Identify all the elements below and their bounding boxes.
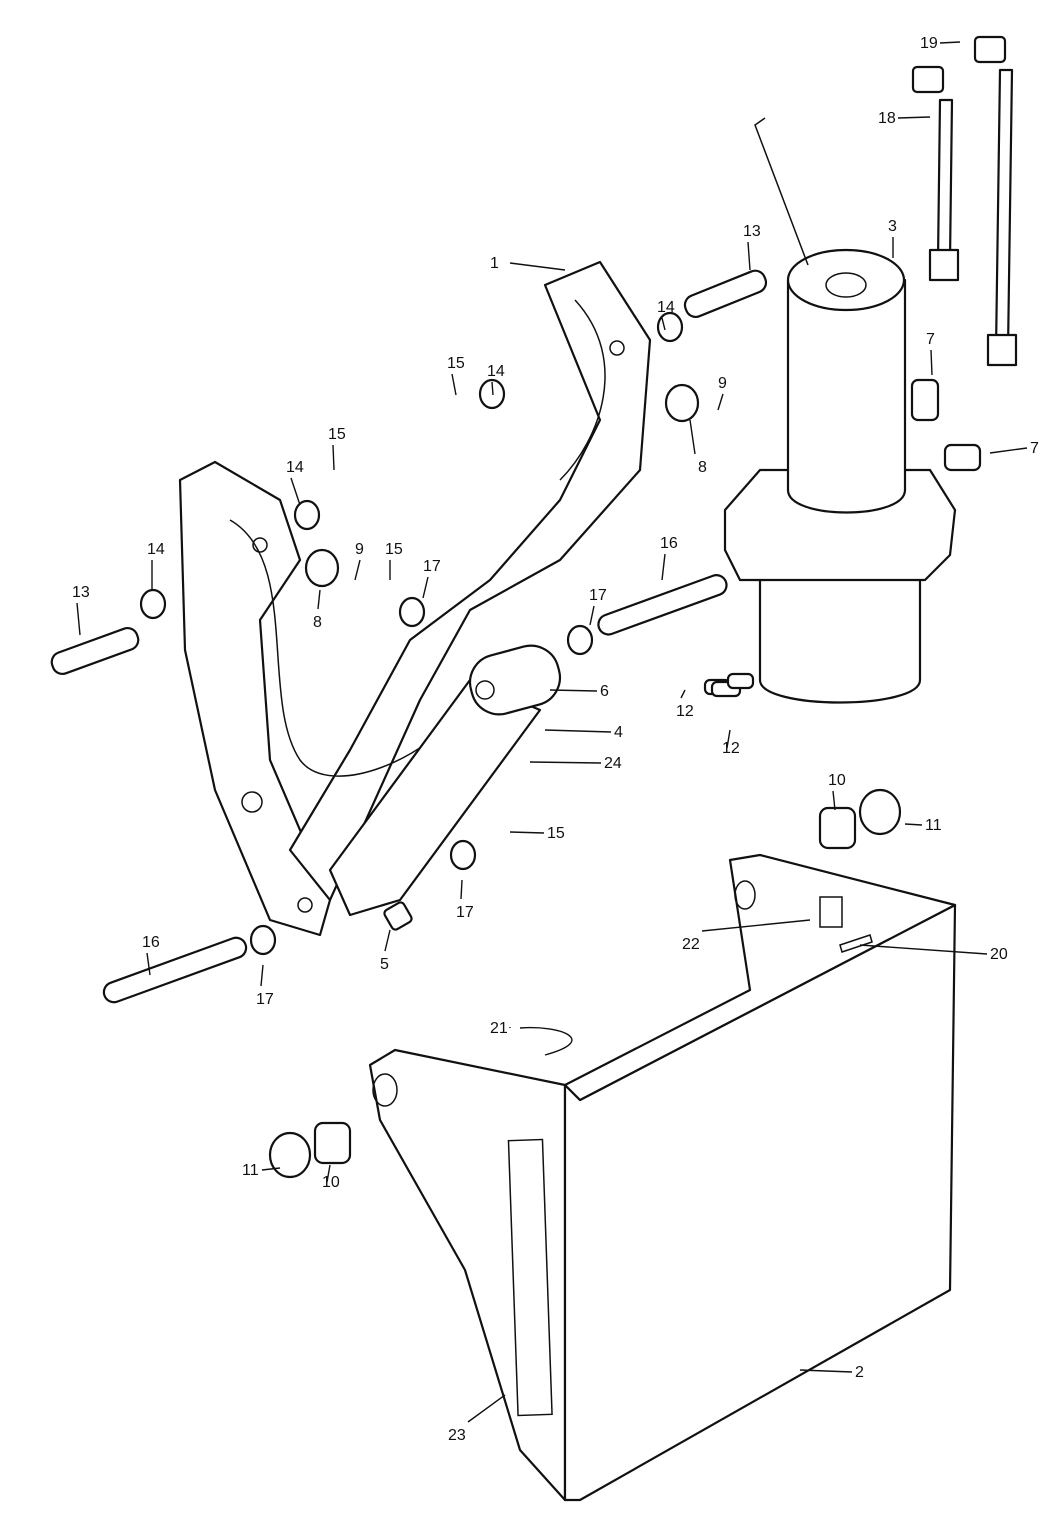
swing-bracket-part-1: [178, 260, 652, 937]
leader-line: [544, 729, 612, 733]
leader-line: [661, 317, 666, 331]
callout-label-16: 16: [660, 535, 678, 552]
leader-line: [451, 373, 457, 396]
callout-label-15: 15: [328, 426, 346, 443]
callout-label-22: 22: [682, 936, 700, 953]
leader-line: [904, 823, 923, 826]
leader-line: [726, 729, 731, 749]
pump-motor-part-3: [723, 117, 982, 704]
leader-line: [261, 1167, 281, 1171]
leader-line: [680, 689, 686, 699]
trim-cylinder-part-4: [328, 644, 562, 931]
leader-line: [467, 1394, 506, 1423]
leader-line: [317, 589, 321, 610]
callout-label-19: 19: [920, 35, 938, 52]
callout-label-13: 13: [743, 223, 761, 240]
leader-line: [509, 831, 545, 834]
callout-label-12: 12: [722, 740, 740, 757]
leader-line: [549, 689, 598, 692]
leader-line: [717, 393, 724, 411]
callout-label-17: 17: [589, 587, 607, 604]
leader-line: [260, 964, 264, 987]
callout-label-10: 10: [828, 772, 846, 789]
leader-line: [354, 559, 361, 581]
callout-label-14: 14: [147, 541, 165, 558]
callout-label-14: 14: [487, 363, 505, 380]
hydraulic-hoses-parts-18-19: [911, 35, 1018, 367]
leader-line: [332, 444, 335, 471]
callout-label-12: 12: [676, 703, 694, 720]
leader-line: [76, 602, 81, 636]
callout-label-21: 21: [490, 1020, 508, 1037]
callout-label-14: 14: [286, 459, 304, 476]
callout-label-16: 16: [142, 934, 160, 951]
callout-label-17: 17: [456, 904, 474, 921]
callout-label-15: 15: [385, 541, 403, 558]
callout-label-15: 15: [447, 355, 465, 372]
callout-label-5: 5: [380, 956, 389, 973]
callout-label-11: 11: [242, 1162, 259, 1179]
callout-label-9: 9: [718, 375, 727, 392]
leader-line: [799, 1369, 853, 1373]
leader-line: [589, 605, 595, 626]
callout-label-15: 15: [547, 825, 565, 842]
leader-line: [460, 879, 463, 900]
callout-label-1: 1: [490, 255, 499, 272]
callout-label-3: 3: [888, 218, 897, 235]
leader-line: [832, 790, 836, 811]
callout-label-17: 17: [423, 558, 441, 575]
callout-label-13: 13: [72, 584, 90, 601]
callout-label-7: 7: [1030, 440, 1039, 457]
leader-line: [529, 761, 602, 764]
leader-line: [661, 553, 666, 581]
callout-label-14: 14: [657, 299, 675, 316]
callout-label-7: 7: [926, 331, 935, 348]
leader-line: [384, 929, 391, 952]
callout-label-11: 11: [925, 817, 942, 834]
leader-line: [689, 419, 696, 455]
callout-label-23: 23: [448, 1427, 466, 1444]
callout-label-18: 18: [878, 110, 896, 127]
hardware-pins-washers: [50, 269, 902, 1179]
callout-label-6: 6: [600, 683, 609, 700]
callout-label-8: 8: [313, 614, 322, 631]
transom-plate-part-2: [368, 853, 957, 1502]
leader-line: [989, 447, 1028, 454]
callout-label-24: 24: [604, 755, 622, 772]
callout-label-17: 17: [256, 991, 274, 1008]
leader-line: [491, 381, 494, 396]
leader-line: [701, 919, 811, 932]
leader-line: [422, 576, 429, 599]
leader-line: [930, 349, 933, 376]
leader-line: [290, 477, 301, 506]
callout-label-10: 10: [322, 1174, 340, 1191]
leader-line: [146, 952, 151, 976]
callout-label-4: 4: [614, 724, 623, 741]
leader-line: [747, 241, 751, 271]
leader-line: [897, 116, 931, 119]
leader-line: [326, 1164, 331, 1183]
callout-label-9: 9: [355, 541, 364, 558]
callout-label-8: 8: [698, 459, 707, 476]
leader-line: [939, 41, 961, 44]
callout-label-20: 20: [990, 946, 1008, 963]
leader-line: [859, 944, 988, 955]
callout-label-2: 2: [855, 1364, 864, 1381]
leader-line: [509, 262, 566, 271]
